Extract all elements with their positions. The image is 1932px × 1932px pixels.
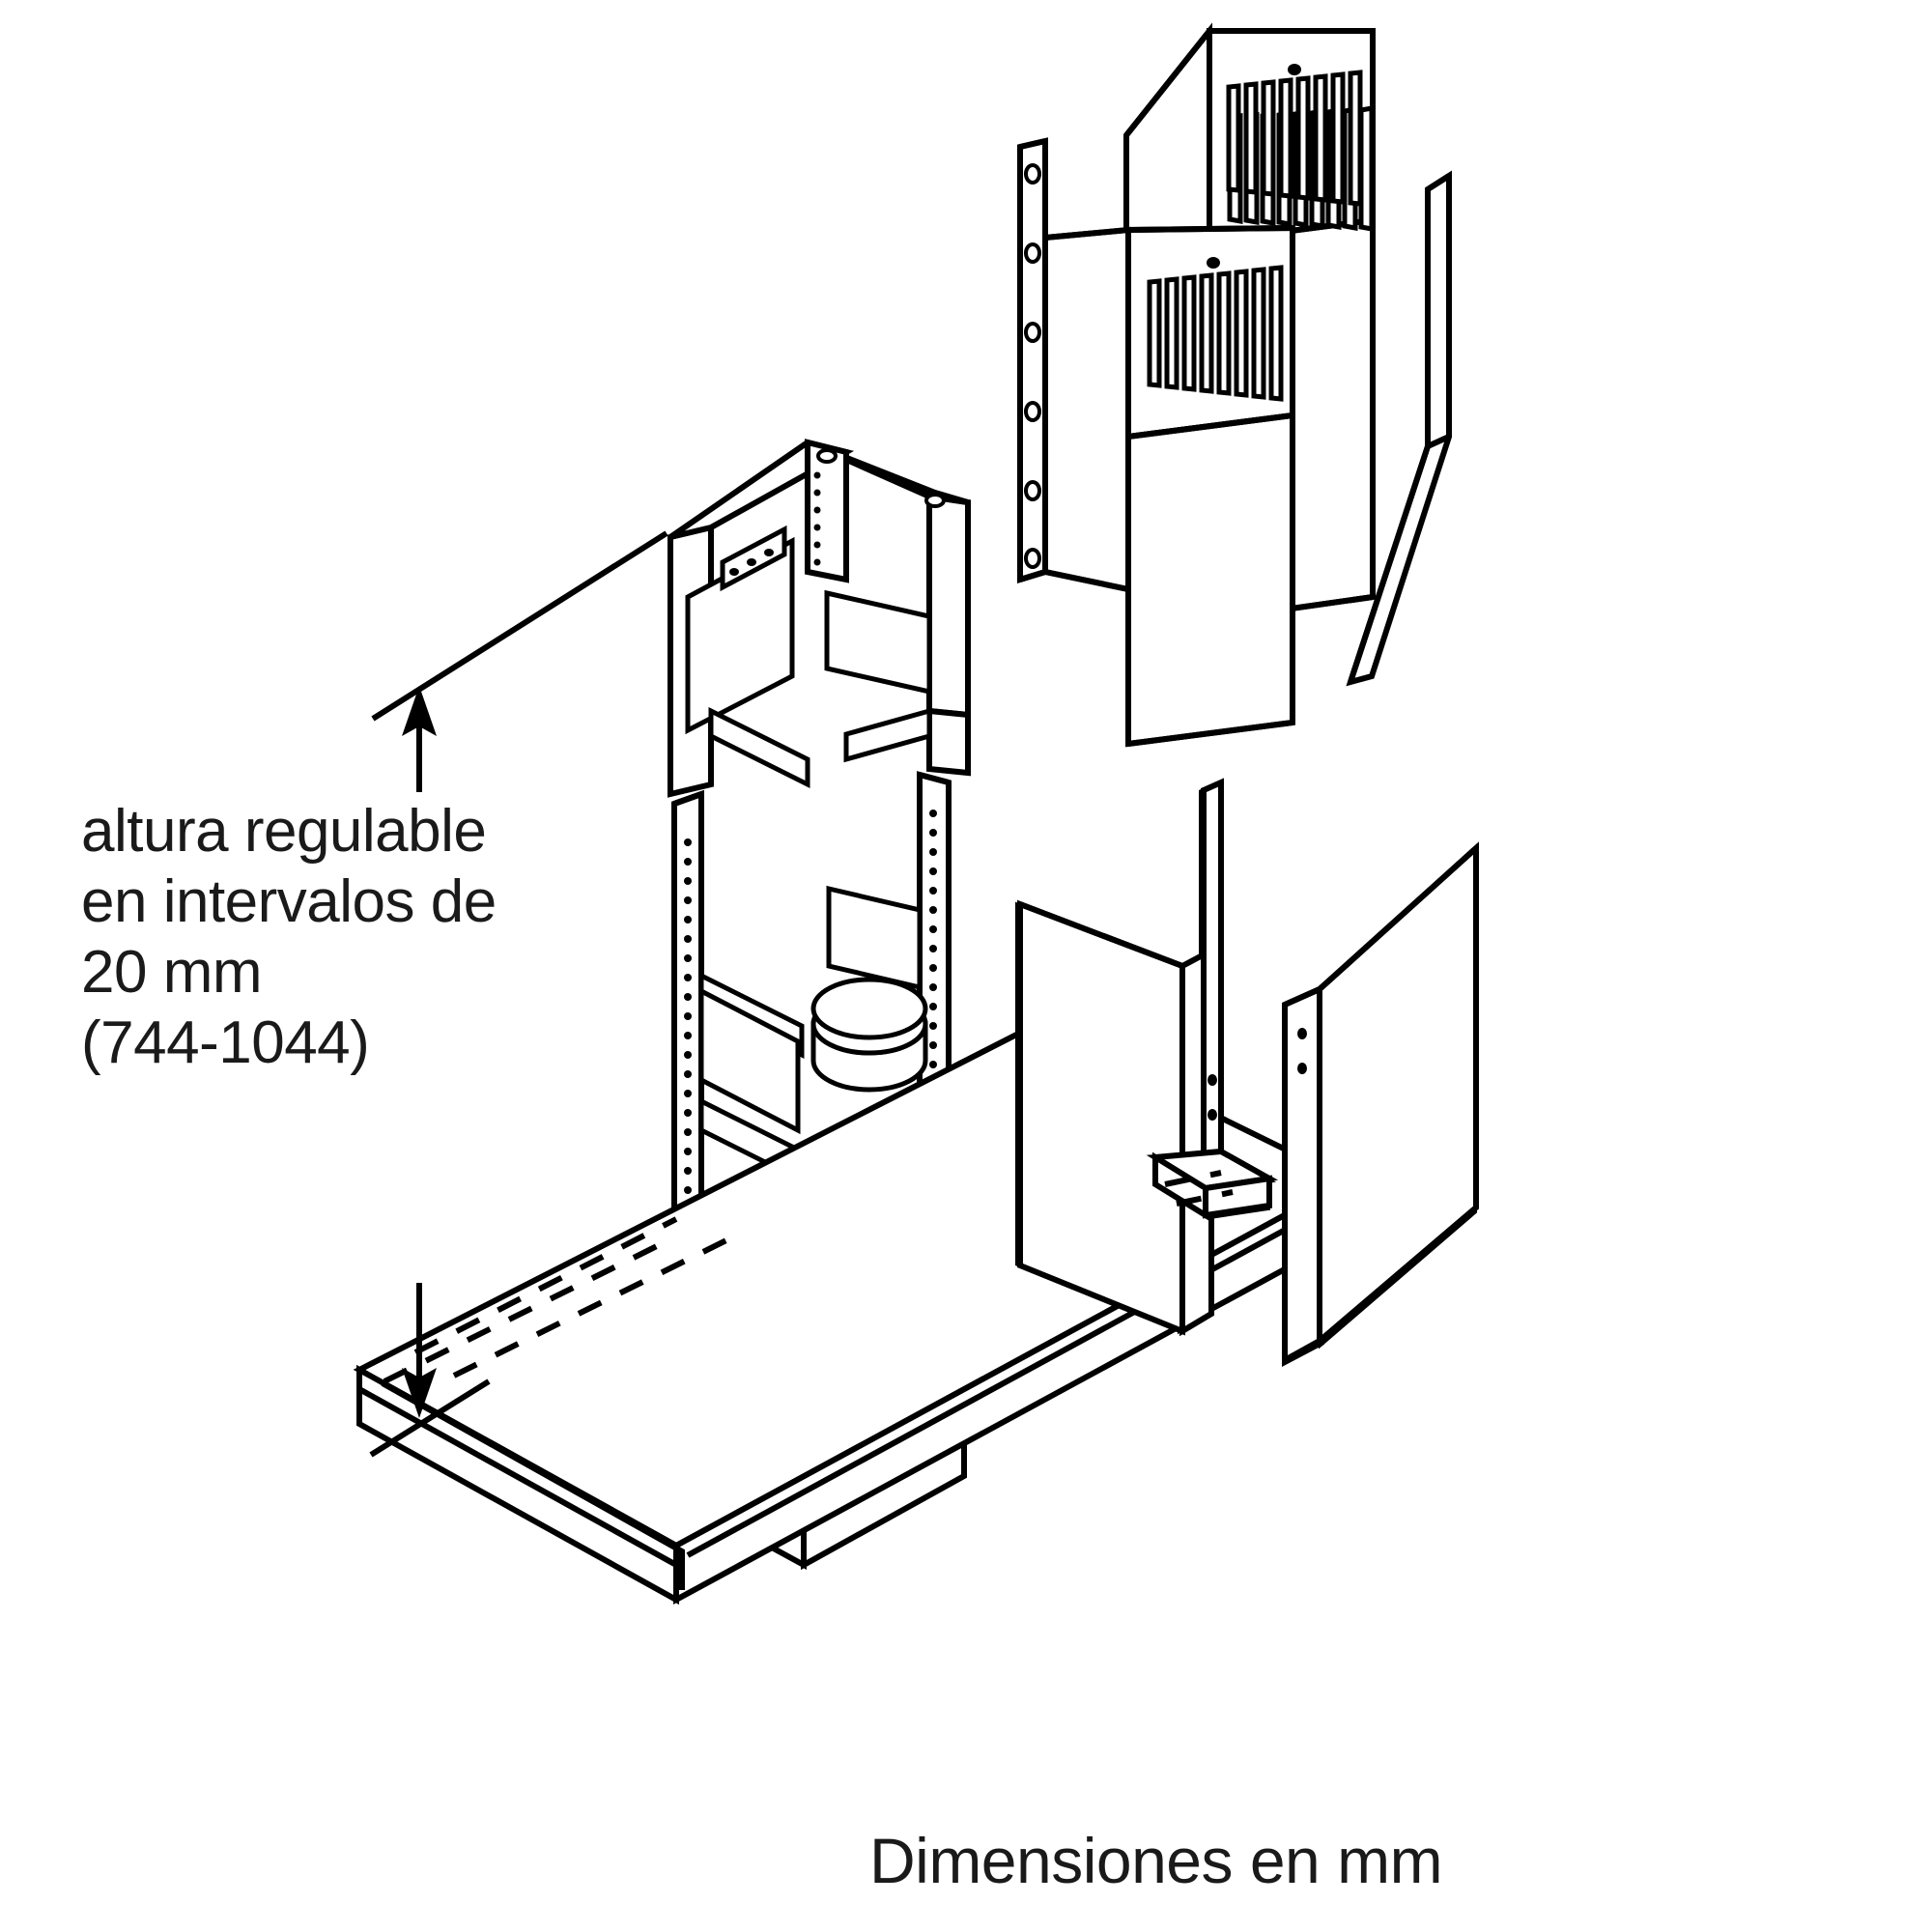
louvre-grille-lower (1147, 257, 1284, 402)
bottom-witness-line (369, 1378, 491, 1458)
height-note-line-2: en intervalos de (81, 868, 497, 935)
part-wall-strip-right (1146, 778, 1279, 1221)
air-outlet-collar (810, 977, 928, 1093)
part-right-tall-cover (1282, 841, 1479, 1366)
mounting-strip-holes (1024, 163, 1041, 569)
height-down-arrow-head (402, 1368, 437, 1418)
part-right-u-panel-front (1017, 899, 1185, 1336)
height-note-line-3: 20 mm (81, 939, 262, 1006)
adjustment-holes-upper (813, 471, 821, 566)
louvre-grille-upper-persp (1226, 70, 1363, 207)
height-note-line-1: altura regulable (81, 798, 487, 865)
dimension-leaders (369, 530, 668, 1458)
part-flue-back-panel-body (1138, 242, 1350, 715)
height-note-line-4: (744-1044) (81, 1009, 370, 1076)
adjustment-holes-left-rail (684, 838, 692, 1213)
part-flue-mounting-strip (1017, 137, 1048, 584)
height-adjustment-note: altura regulable en intervalos de 20 mm … (81, 796, 699, 1078)
height-up-arrow-head (402, 686, 437, 736)
part-flue-back-panel (1346, 170, 1452, 687)
part-telescopic-frame-upper (668, 439, 971, 798)
top-witness-line (371, 530, 668, 722)
part-lower-cover-far-right (1482, 871, 1509, 1366)
dimension-unit-caption: Dimensiones en mm (869, 1825, 1443, 1896)
